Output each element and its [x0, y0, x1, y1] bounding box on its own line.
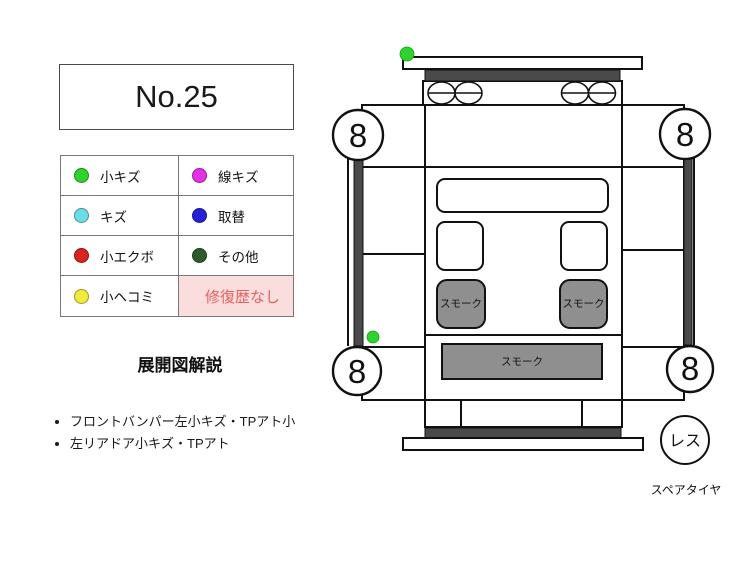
- legend-item-small-dimple: 小エクボ: [61, 236, 179, 276]
- dark-green-dot-icon: [192, 248, 207, 263]
- legend-item-other: その他: [179, 236, 293, 276]
- legend-item-replaced: 取替: [179, 196, 293, 236]
- tread-value-rear-right: 8: [681, 350, 699, 387]
- left-rocker-trim: [353, 157, 364, 347]
- damage-notes-list: フロントバンパー左小キズ・TPアト小 左リアドア小キズ・TPアト: [52, 414, 360, 458]
- tint-label-left-rear: スモーク: [440, 298, 482, 310]
- windshield: [436, 178, 609, 213]
- legend-label: 小キズ: [100, 169, 141, 185]
- legend-item-scratch: キズ: [61, 196, 179, 236]
- yellow-dot-icon: [74, 288, 89, 304]
- legend-item-small-scratch: 小キズ: [61, 156, 179, 196]
- tint-label-rear: スモーク: [501, 356, 543, 368]
- tire-tread-circle-front-left: [331, 108, 385, 162]
- front-grille-trim: [424, 69, 621, 82]
- sheet-number-label: No.25: [135, 79, 218, 114]
- hood-panel: [424, 104, 623, 168]
- legend-label: キズ: [100, 209, 127, 225]
- damage-marker-left-rear-door: [366, 330, 380, 344]
- spare-tire-caption: スペアタイヤ: [651, 483, 722, 497]
- legend-label: 線キズ: [218, 169, 259, 185]
- right-rear-window-smoked: [559, 279, 608, 329]
- left-rear-window-smoked: [436, 279, 486, 329]
- tread-value-front-left: 8: [349, 117, 367, 154]
- damage-note-item: 左リアドア小キズ・TPアト: [70, 436, 360, 452]
- cyan-dot-icon: [74, 208, 89, 223]
- legend-label: 小エクボ: [100, 249, 154, 265]
- tread-value-rear-left: 8: [348, 353, 366, 390]
- legend-label: 取替: [218, 209, 245, 225]
- damage-marker-front-bumper-left: [399, 46, 415, 62]
- legend-label: その他: [218, 249, 259, 265]
- left-front-window: [436, 221, 484, 271]
- spare-tire-status-label: レス: [669, 433, 701, 450]
- green-dot-icon: [74, 168, 89, 183]
- sheet-number-box: No.25: [59, 64, 294, 130]
- trunk-panel: [424, 399, 623, 428]
- tire-tread-circle-rear-right: [665, 344, 715, 394]
- legend-item-line-scratch: 線キズ: [179, 156, 293, 196]
- tint-label-right-rear: スモーク: [563, 298, 605, 310]
- right-rocker-trim: [683, 157, 693, 346]
- magenta-dot-icon: [192, 168, 207, 183]
- front-bumper: [402, 56, 643, 70]
- rear-window-smoked: [441, 343, 603, 380]
- red-dot-icon: [74, 248, 89, 263]
- no-repair-history-label: 修復歴なし: [204, 288, 280, 306]
- tread-value-front-right: 8: [676, 116, 694, 153]
- right-rear-door-panel: [619, 249, 685, 348]
- legend-item-small-dent: 小ヘコミ: [61, 276, 179, 316]
- blue-dot-icon: [192, 208, 207, 223]
- right-front-window: [560, 221, 608, 271]
- spare-tire-status-circle: [660, 415, 710, 465]
- car-unfolded-diagram: スモーク スモーク スモーク 8 8 8 8 レス スペアタイヤ: [331, 46, 722, 497]
- damage-legend-table: 小キズ 線キズ キズ 取替 小エクボ その他 小ヘコミ 修復歴なし: [60, 155, 294, 317]
- tire-tread-circle-rear-left: [331, 345, 383, 397]
- notes-heading: 展開図解説: [137, 356, 223, 375]
- tire-tread-circle-front-right: [658, 107, 712, 161]
- rear-trim: [424, 427, 622, 439]
- damage-note-item: フロントバンパー左小キズ・TPアト小: [70, 414, 360, 430]
- legend-label: 小ヘコミ: [100, 290, 154, 305]
- rear-bumper: [402, 437, 644, 451]
- right-front-door-panel: [619, 166, 685, 251]
- left-front-door-panel: [361, 166, 426, 255]
- no-repair-history-badge: 修復歴なし: [179, 276, 293, 316]
